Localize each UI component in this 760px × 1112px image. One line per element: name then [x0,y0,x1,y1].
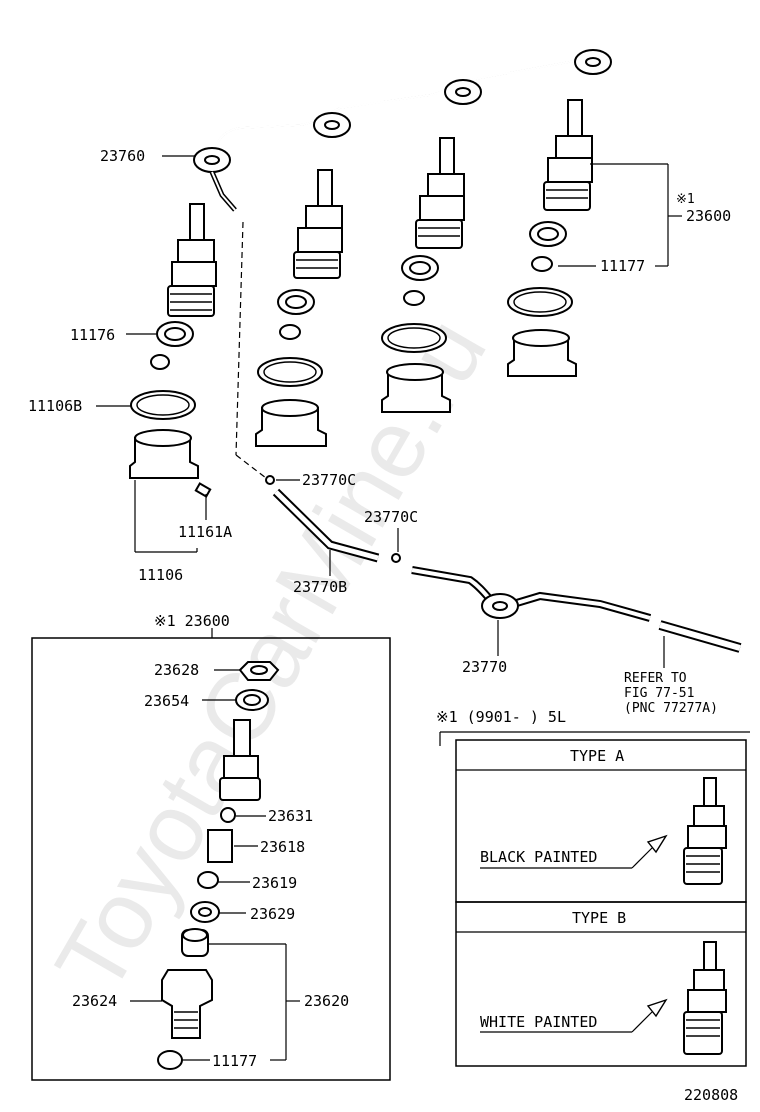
washers-and-seats [129,221,577,498]
callout-11106: 11106 [138,566,183,584]
callout-23770: 23770 [462,658,507,676]
label-23628: 23628 [154,661,199,679]
label-23620: 23620 [304,992,349,1010]
nozzle-holder-4 [543,99,593,211]
type-b-nozzle [683,941,727,1055]
callout-11106B: 11106B [28,397,82,415]
refer-line-3: (PNC 77277A) [624,701,718,716]
label-23631: 23631 [268,807,313,825]
label-23618: 23618 [260,838,305,856]
nozzle-holder-2 [293,169,343,279]
type-a-title: TYPE A [570,747,624,765]
label-23629: 23629 [250,905,295,923]
illustration-id: 220808 [684,1086,738,1104]
type-a-nozzle [683,777,727,885]
callout-11176: 11176 [70,326,115,344]
label-23624: 23624 [72,992,117,1010]
callout-11161A: 11161A [178,523,232,541]
detail-box-23600: ※1 23600 23628 23654 2363 [31,612,391,1081]
type-box: ※1 (9901- ) 5L TYPE A BLACK PAINTED TYPE… [436,708,750,1067]
callout-23760: 23760 [100,147,145,165]
type-box-applicability: ※1 (9901- ) 5L [436,708,566,726]
detail-box-header: ※1 23600 [154,612,230,630]
refer-line-1: REFER TO [624,671,687,686]
nozzle-holder-1 [167,203,217,317]
injection-pipe-assembly [193,49,612,479]
callout-23600: 23600 [686,207,731,225]
type-b-note: WHITE PAINTED [480,1013,597,1031]
leakage-pipe [265,475,742,653]
callout-23770B: 23770B [293,578,347,596]
type-b-title: TYPE B [572,909,626,927]
callout-23770C-a: 23770C [302,471,356,489]
callout-23770C-b: 23770C [364,508,418,526]
label-23654: 23654 [144,692,189,710]
label-11177: 11177 [212,1052,257,1070]
refer-line-2: FIG 77-51 [624,686,694,701]
leader-lines [96,155,682,668]
callout-11177-top: 11177 [600,257,645,275]
callout-23600-mark: ※1 [676,192,695,207]
type-a-note: BLACK PAINTED [480,848,597,866]
label-23619: 23619 [252,874,297,892]
nozzle-holder-3 [415,137,465,249]
